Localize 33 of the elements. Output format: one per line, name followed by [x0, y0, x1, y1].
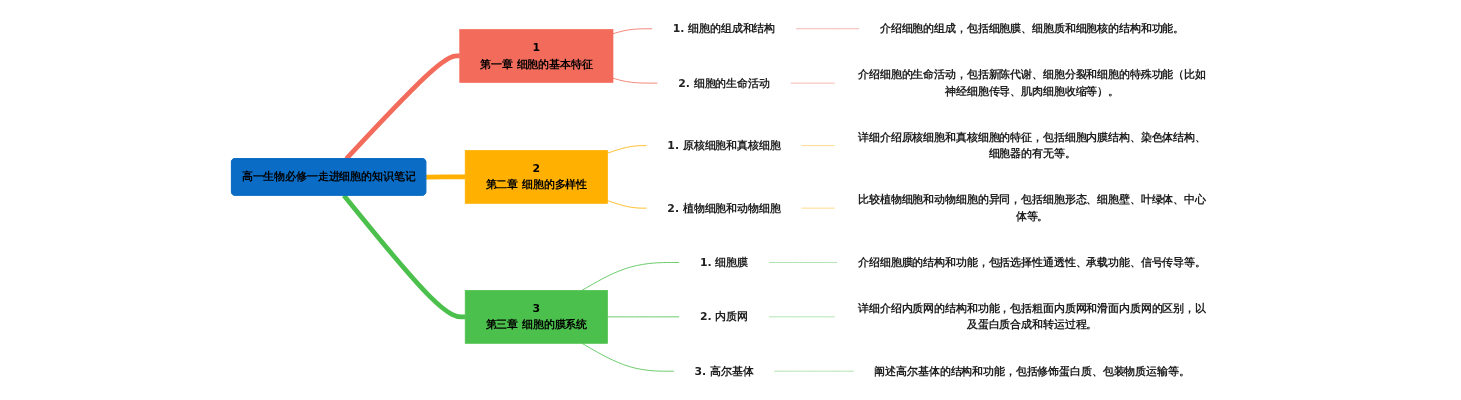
node-text: 详细介绍原核细胞和真核细胞的特征，包括细胞内膜结构、染色体结构、细胞器的有无等。	[858, 130, 1207, 160]
connector	[607, 316, 681, 318]
node-box: 1 第一章 细胞的基本特征	[459, 29, 614, 83]
node-text: 阐述高尔基体的结构和功能，包括修饰蛋白质、包装物质运输等。	[874, 364, 1190, 378]
node-text: 2. 细胞的生命活动	[678, 76, 771, 90]
connector	[607, 145, 648, 154]
connector	[426, 174, 466, 180]
node-text: 1. 原核细胞和真核细胞	[667, 138, 781, 152]
connector	[612, 77, 659, 84]
connector	[800, 207, 836, 209]
node-text: 2. 植物细胞和动物细胞	[667, 201, 781, 215]
connector	[773, 370, 855, 372]
connector	[790, 82, 836, 84]
connector	[581, 262, 681, 291]
node-text: 介绍细胞膜的结构和功能，包括选择性通透性、承载功能、信号传导等。	[858, 255, 1207, 269]
connector	[612, 28, 654, 35]
connector	[768, 262, 839, 263]
node-text: 1. 细胞膜	[700, 255, 749, 269]
node-text: 3. 高尔基体	[694, 364, 754, 378]
connector	[795, 28, 861, 30]
node-text: 1. 细胞的组成和结构	[673, 21, 776, 35]
node-text: 详细介绍内质网的结构和功能，包括粗面内质网和滑面内质网的区别，以及蛋白质合成和转运过程。	[858, 301, 1207, 332]
node-box: 3 第三章 细胞的膜系统	[465, 290, 609, 344]
node-box: 2 第二章 细胞的多样性	[465, 150, 609, 204]
connector	[607, 200, 648, 209]
connector	[342, 194, 466, 320]
connector	[800, 145, 836, 147]
node-text: 介绍细胞的组成，包括细胞膜、细胞质和细胞核的结构和功能。	[880, 21, 1185, 35]
connector	[581, 342, 675, 372]
connector	[768, 316, 836, 318]
node-text: 比较植物细胞和动物细胞的异同，包括细胞形态、细胞壁、叶绿体、中心体等。	[858, 193, 1207, 223]
node-text: 介绍细胞的生命活动，包括新陈代谢、细胞分裂和细胞的特殊功能（比如神经细胞传导、肌肉细胞收缩等）。	[858, 68, 1207, 98]
node-text: 2. 内质网	[700, 310, 749, 323]
